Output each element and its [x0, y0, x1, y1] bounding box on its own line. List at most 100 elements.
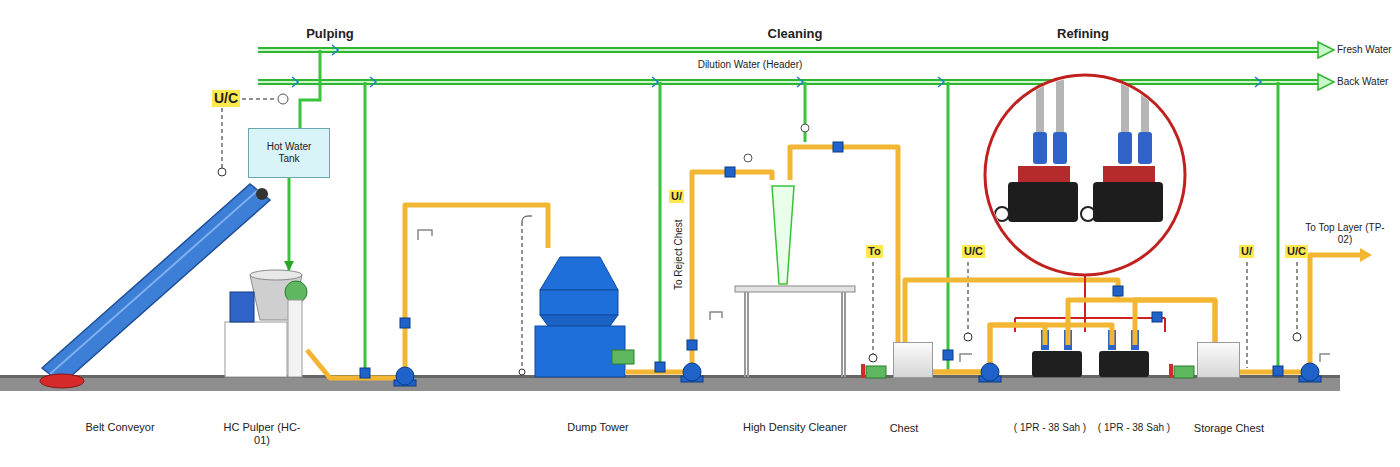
destination-note: To Reject Chest — [673, 219, 685, 290]
back-water-header-inner — [258, 81, 1320, 83]
conveyor: Belt Conveyor — [40, 190, 268, 378]
pulper-stand — [288, 300, 302, 377]
water-drop — [364, 82, 367, 372]
tower-valve — [612, 350, 634, 364]
signal-line — [968, 262, 969, 333]
control-tag: U/C — [212, 90, 240, 107]
sensor — [519, 369, 525, 375]
inset-circle — [985, 75, 1185, 275]
equipment-label: Dump Tower — [538, 421, 658, 434]
inset-valve — [1053, 132, 1067, 164]
stock-pipe — [1135, 300, 1215, 345]
chest-agitator — [866, 366, 886, 378]
inset-flange — [1018, 166, 1070, 182]
stock-pipe — [625, 172, 772, 372]
check-valve — [332, 45, 338, 55]
destination-note: To Top Layer (TP-02) — [1305, 222, 1385, 246]
control-tag: To — [866, 245, 883, 258]
stock-pipe — [307, 205, 548, 378]
handwheel — [995, 207, 1009, 221]
pressure-gauge — [801, 124, 809, 132]
valve — [1273, 366, 1283, 376]
valve — [655, 362, 665, 372]
signal-line — [1297, 262, 1298, 333]
sensor — [1293, 333, 1301, 341]
control-tag: U/ — [669, 190, 684, 203]
valve — [1152, 312, 1162, 322]
chest-agitator — [1174, 366, 1194, 378]
inset-refiner — [1093, 182, 1163, 222]
valve — [725, 167, 735, 177]
equipment-label: Storage Chest — [1184, 422, 1274, 435]
equipment-label: Chest — [874, 422, 934, 435]
pulper-base — [225, 322, 287, 377]
check-valve — [797, 77, 803, 87]
sample-point — [710, 312, 722, 320]
header-arrow — [1318, 74, 1334, 90]
pump — [981, 363, 999, 381]
cleaner-table — [735, 286, 855, 292]
control-valve — [278, 94, 288, 104]
signal-line — [873, 262, 874, 354]
equipment-label: ( 1PR - 38 Sah ) — [1005, 421, 1095, 434]
check-valve — [1255, 77, 1261, 87]
line-name: Fresh Water — [1337, 44, 1392, 56]
pump — [396, 367, 414, 385]
table-leg — [745, 292, 845, 377]
sensor — [869, 354, 877, 362]
signal-line — [242, 99, 277, 100]
inset-flange — [1103, 166, 1155, 182]
inset-valve — [1138, 132, 1152, 164]
check-valve — [938, 77, 944, 87]
check-valve — [652, 77, 658, 87]
signal-line — [522, 222, 523, 368]
control-tag: U/C — [962, 245, 985, 258]
refiner-body — [1099, 351, 1149, 377]
equipment-label: ( 1PR - 38 Sah ) — [1089, 421, 1179, 434]
tank-box: Hot Water Tank — [248, 128, 330, 178]
inset-valve — [1033, 132, 1047, 164]
pulper-motor — [230, 292, 254, 322]
equipment-label: HC Pulper (HC-01) — [222, 421, 302, 447]
refiner: ( 1PR - 38 Sah ) — [1097, 345, 1149, 377]
outlet-arrow — [1360, 248, 1372, 262]
water-drop — [947, 82, 950, 370]
water-drop — [804, 82, 807, 142]
valve — [1113, 286, 1123, 296]
sensor-hook — [522, 216, 532, 222]
water-drop — [300, 50, 320, 128]
water-drop — [1277, 82, 1280, 370]
back-water-header — [258, 79, 1320, 85]
sample-point — [418, 230, 432, 240]
cleaner-cone — [772, 186, 794, 284]
valve — [687, 340, 697, 350]
refiner: ( 1PR - 38 Sah ) — [1030, 345, 1082, 377]
conveyor-roller — [256, 188, 268, 200]
inset-refiner — [1008, 182, 1078, 222]
line-name: Back Water — [1337, 76, 1388, 88]
handwheel — [1081, 207, 1095, 221]
sample-point — [960, 354, 972, 362]
floor — [0, 377, 1340, 391]
chest-box: Chest — [893, 342, 933, 378]
inset-valve — [1118, 132, 1132, 164]
fresh-water-header-inner — [258, 49, 1320, 51]
control-tag: U/C — [1285, 245, 1308, 258]
valve — [360, 368, 370, 378]
sensor — [964, 333, 972, 341]
sample-point — [1320, 354, 1330, 362]
tank-label: Hot Water Tank — [249, 129, 329, 177]
cleaner: High Density Cleaner — [733, 180, 857, 378]
pulper: HC Pulper (HC-01) — [222, 270, 307, 377]
pump — [1301, 363, 1319, 381]
refiner-body — [1032, 351, 1082, 377]
tower-body — [540, 290, 618, 315]
water-pipe — [287, 178, 290, 270]
signal-line — [1247, 262, 1248, 368]
valve — [943, 350, 953, 360]
